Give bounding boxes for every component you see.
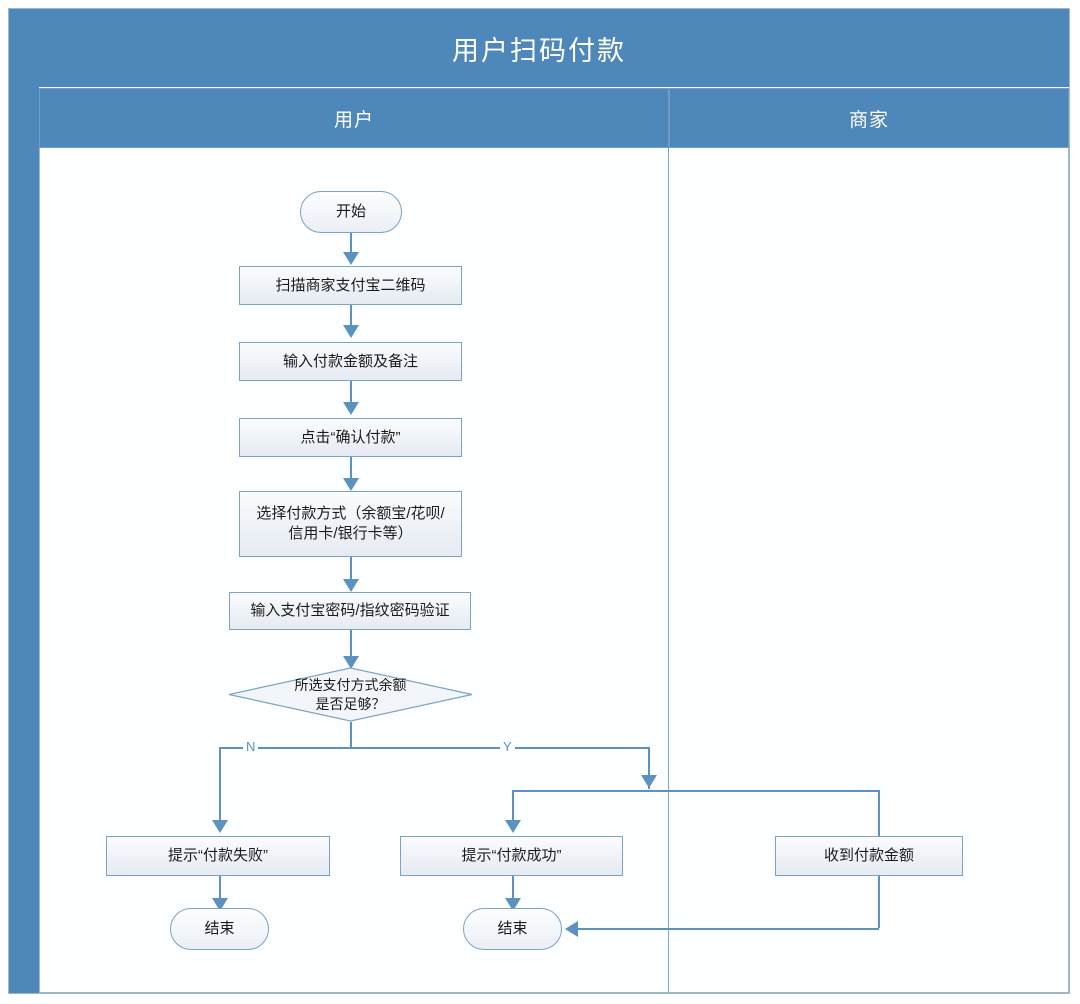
edge-yes-success-arrow	[505, 820, 521, 833]
node-decision-balance-label: 所选支付方式余额 是否足够？	[294, 676, 407, 712]
edge-confirm-method-arrow	[343, 478, 359, 491]
edge-verify-decision-arrow	[343, 656, 359, 669]
edge-success-end	[512, 876, 514, 900]
edge-start-scan	[350, 233, 352, 253]
edge-scan-amount	[350, 305, 352, 326]
edge-verify-decision	[350, 630, 352, 657]
edge-received-to-end	[578, 928, 879, 930]
lane-accent-band	[9, 87, 39, 993]
node-end-failed[interactable]: 结束	[170, 908, 269, 950]
edge-decision-yes-drop	[648, 747, 650, 789]
node-verify-password-label: 输入支付宝密码/指纹密码验证	[250, 602, 450, 619]
edge-decision-fail	[219, 747, 221, 821]
lane-divider	[668, 148, 669, 993]
edge-scan-amount-arrow	[343, 325, 359, 338]
node-scan-qr-label: 扫描商家支付宝二维码	[275, 276, 426, 294]
node-enter-amount[interactable]: 输入付款金额及备注	[239, 342, 462, 381]
node-end-success-label: 结束	[497, 920, 528, 937]
edge-decision-stem	[350, 722, 352, 748]
edge-received-end-arrow	[565, 921, 578, 937]
edge-yes-received	[878, 790, 880, 836]
node-decision-balance[interactable]: 所选支付方式余额 是否足够？	[228, 667, 473, 722]
node-payment-failed-label: 提示“付款失败”	[168, 847, 268, 864]
node-start-label: 开始	[335, 203, 366, 220]
branch-label-yes: Y	[500, 739, 515, 754]
node-merchant-received-label: 收到付款金额	[823, 847, 914, 864]
edge-method-verify	[350, 557, 352, 580]
branch-label-no: N	[243, 739, 259, 754]
node-select-method[interactable]: 选择付款方式（余额宝/花呗/ 信用卡/银行卡等）	[239, 491, 462, 557]
node-verify-password[interactable]: 输入支付宝密码/指纹密码验证	[229, 592, 471, 630]
diagram-title: 用户扫码付款	[452, 35, 626, 66]
node-payment-success[interactable]: 提示“付款成功”	[400, 836, 623, 876]
node-end-success[interactable]: 结束	[463, 908, 562, 950]
node-payment-failed[interactable]: 提示“付款失败”	[106, 836, 330, 876]
node-merchant-received[interactable]: 收到付款金额	[775, 836, 963, 876]
edge-received-down	[878, 876, 880, 928]
node-confirm-payment[interactable]: 点击“确认付款”	[239, 418, 462, 457]
node-payment-success-label: 提示“付款成功”	[461, 847, 562, 864]
node-confirm-payment-label: 点击“确认付款”	[300, 428, 401, 446]
node-scan-qr[interactable]: 扫描商家支付宝二维码	[239, 266, 462, 305]
node-start[interactable]: 开始	[300, 191, 402, 233]
edge-confirm-method	[350, 457, 352, 479]
edge-decision-split	[219, 747, 649, 749]
edge-start-scan-arrow	[343, 252, 359, 265]
lane-label-user: 用户	[333, 109, 374, 131]
edge-decision-yes-arrow	[641, 775, 657, 788]
edge-amount-confirm	[350, 381, 352, 403]
lane-label-merchant: 商家	[848, 109, 889, 131]
edge-decision-fail-arrow	[212, 820, 228, 833]
edge-yes-success	[512, 790, 514, 822]
lane-header-user: 用户	[39, 88, 669, 148]
lane-header-merchant: 商家	[669, 88, 1069, 148]
node-end-failed-label: 结束	[204, 920, 235, 937]
edge-fail-end-arrow	[212, 898, 228, 911]
node-select-method-label: 选择付款方式（余额宝/花呗/ 信用卡/银行卡等）	[256, 505, 445, 542]
diagram-title-band: 用户扫码付款	[9, 9, 1069, 87]
edge-success-end-arrow	[505, 898, 521, 911]
edge-yes-bus	[512, 790, 879, 792]
edge-method-verify-arrow	[343, 579, 359, 592]
edge-amount-confirm-arrow	[343, 402, 359, 415]
node-enter-amount-label: 输入付款金额及备注	[282, 352, 418, 370]
edge-fail-end	[219, 876, 221, 900]
decision-diamond-shape	[228, 667, 473, 722]
